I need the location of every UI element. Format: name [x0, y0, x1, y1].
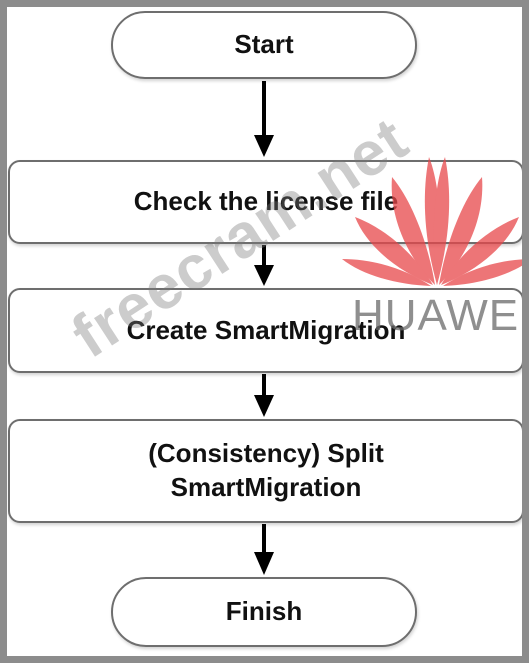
check-license-node: Check the license file [8, 160, 522, 244]
split-label-line1: (Consistency) Split [148, 438, 384, 469]
huawei-logo-icon [342, 157, 522, 286]
split-label-line2: SmartMigration [170, 472, 362, 502]
arrow-start-to-check [254, 81, 274, 157]
split-smartmigration-node: (Consistency) Split SmartMigration [8, 419, 522, 523]
huawei-logo-text: HUAWEI [352, 291, 529, 340]
start-label: Start [234, 29, 294, 60]
start-node: Start [111, 11, 417, 79]
check-license-label: Check the license file [133, 186, 399, 217]
arrow-create-to-split [254, 374, 274, 417]
create-smartmigration-label: Create SmartMigration [126, 314, 406, 345]
finish-node: Finish [111, 577, 417, 647]
finish-label: Finish [225, 596, 303, 627]
arrow-split-to-finish [254, 524, 274, 575]
create-smartmigration-node: Create SmartMigration [8, 288, 522, 373]
